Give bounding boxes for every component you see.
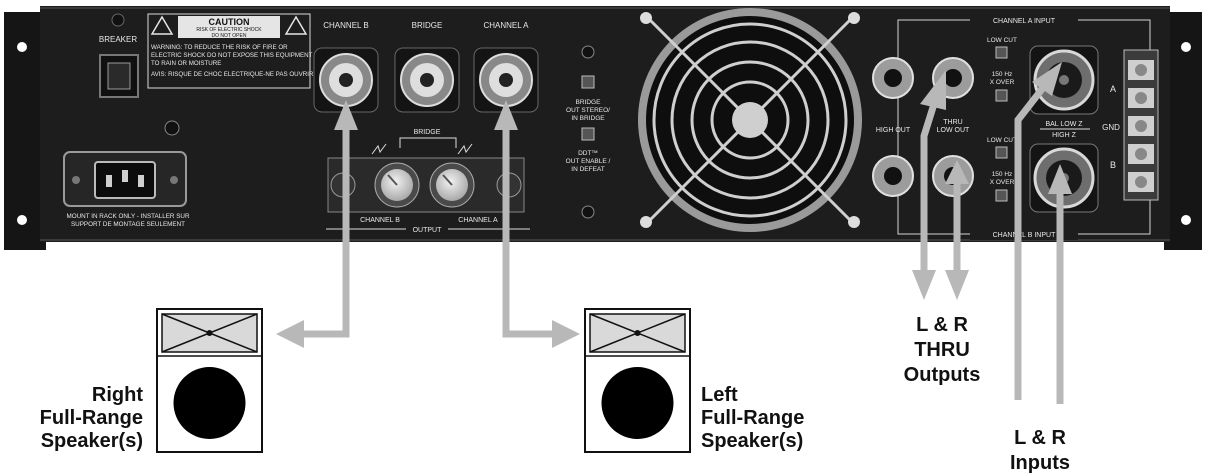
warning-line-1: WARNING: TO REDUCE THE RISK OF FIRE OR — [151, 44, 288, 51]
callout-thru-line-1: L & R — [916, 314, 968, 336]
channel-b-label: CHANNEL B — [323, 21, 369, 30]
arrow-thru-a — [920, 102, 938, 272]
channel-a-label: CHANNEL A — [483, 21, 529, 30]
channel-b-input-label: CHANNEL B INPUT — [993, 232, 1056, 239]
callout-left: Left Full-Range Speaker(s) — [701, 384, 804, 452]
arrow-left-speaker — [502, 128, 556, 338]
callout-inputs: L & R Inputs — [1010, 427, 1070, 474]
callout-right-line-1: Right — [92, 384, 143, 406]
speakon-channel-a[interactable] — [473, 47, 539, 113]
high-out-jack-b[interactable] — [872, 155, 914, 197]
ddt-switch[interactable] — [581, 127, 595, 141]
bal-label-1: BAL LOW Z — [1045, 121, 1083, 128]
callout-thru-line-2: THRU — [914, 339, 970, 361]
terminal-gnd-label: GND — [1102, 123, 1120, 132]
arrow-input-a — [1014, 81, 1049, 400]
warning-line-2: ELECTRIC SHOCK DO NOT EXPOSE THIS EQUIPM… — [151, 52, 313, 59]
output-channel-b-label: CHANNEL B — [360, 217, 400, 224]
xover-label-a-2: X OVER — [990, 79, 1015, 86]
bridge-switch[interactable] — [581, 75, 595, 89]
bridge-switch-line-2: OUT STEREO/ — [566, 107, 610, 114]
xover-label-a-1: 150 Hz — [992, 71, 1013, 78]
rack-ear-right — [1164, 12, 1202, 250]
gain-knob-channel-a[interactable] — [429, 162, 475, 208]
low-cut-switch-a[interactable] — [995, 46, 1008, 59]
avis-line: AVIS: RISQUE DE CHOC ELECTRIQUE-NE PAS O… — [151, 71, 314, 78]
warning-line-3: TO RAIN OR MOISTURE — [151, 60, 221, 67]
combo-input-a[interactable] — [1029, 45, 1099, 115]
callout-right: Right Full-Range Speaker(s) — [40, 384, 144, 452]
terminal-strip — [1123, 49, 1159, 201]
xover-switch-b[interactable] — [995, 189, 1008, 202]
woofer-right — [173, 367, 246, 439]
terminal-a-label: A — [1110, 84, 1116, 94]
caution-sub2: DO NOT OPEN — [212, 33, 247, 39]
high-out-jack-a[interactable] — [872, 57, 914, 99]
low-cut-label-a: LOW CUT — [987, 37, 1017, 44]
rack-note-1: MOUNT IN RACK ONLY - INSTALLER SUR — [66, 213, 189, 220]
callout-thru-line-3: Outputs — [904, 364, 981, 386]
caution-sub1: RISK OF ELECTRIC SHOCK — [196, 27, 262, 33]
ddt-line-1: DDT™ — [578, 150, 598, 157]
bridge-switch-line-1: BRIDGE — [576, 99, 602, 106]
callout-right-line-3: Speaker(s) — [41, 430, 143, 452]
speakon-bridge[interactable] — [394, 47, 460, 113]
rack-ear-left — [4, 12, 46, 250]
ddt-line-2: OUT ENABLE / — [566, 158, 611, 165]
breaker-label: BREAKER — [99, 35, 137, 44]
output-knobs-block — [327, 157, 525, 213]
rack-note-2: SUPPORT DE MONTAGE SEULEMENT — [71, 221, 185, 228]
thru-label-1: THRU — [943, 119, 962, 126]
output-channel-a-label: CHANNEL A — [458, 217, 498, 224]
callout-thru: L & R THRU Outputs — [904, 314, 981, 386]
arrow-right-speaker — [300, 128, 350, 338]
speakon-channel-b[interactable] — [313, 47, 379, 113]
low-cut-switch-b[interactable] — [995, 146, 1008, 159]
callout-inputs-line-1: L & R — [1014, 427, 1066, 449]
cooling-fan — [638, 8, 862, 232]
gain-knob-channel-b[interactable] — [374, 162, 420, 208]
thru-label-2: LOW OUT — [937, 127, 970, 134]
callout-left-line-1: Left — [701, 384, 738, 406]
ddt-line-3: IN DEFEAT — [571, 166, 604, 173]
speaker-right — [156, 308, 263, 453]
speaker-left — [584, 308, 691, 453]
xover-label-b-1: 150 Hz — [992, 171, 1013, 178]
power-inlet[interactable] — [63, 151, 187, 207]
low-cut-label-b: LOW CUT — [987, 137, 1017, 144]
caution-title: CAUTION — [209, 17, 250, 27]
xover-switch-a[interactable] — [995, 89, 1008, 102]
terminal-b-label: B — [1110, 160, 1116, 170]
callout-left-line-3: Speaker(s) — [701, 430, 803, 452]
xover-label-b-2: X OVER — [990, 179, 1015, 186]
rear-panel: BREAKER CAUTION RISK OF ELECTRIC SHOCK D… — [4, 6, 1202, 250]
callout-inputs-line-2: Inputs — [1010, 452, 1070, 474]
channel-a-input-label: CHANNEL A INPUT — [993, 18, 1056, 25]
caution-label: CAUTION RISK OF ELECTRIC SHOCK DO NOT OP… — [147, 13, 314, 89]
woofer-left — [601, 367, 674, 439]
bridge-knob-label: BRIDGE — [414, 129, 441, 136]
callout-right-line-2: Full-Range — [40, 407, 143, 429]
bridge-label: BRIDGE — [412, 21, 443, 30]
output-label: OUTPUT — [413, 227, 443, 234]
bal-label-2: HIGH Z — [1052, 132, 1076, 139]
bridge-switch-line-3: IN BRIDGE — [571, 115, 605, 122]
high-out-label: HIGH OUT — [876, 127, 911, 134]
callout-left-line-2: Full-Range — [701, 407, 804, 429]
connection-arrows — [276, 62, 1072, 404]
